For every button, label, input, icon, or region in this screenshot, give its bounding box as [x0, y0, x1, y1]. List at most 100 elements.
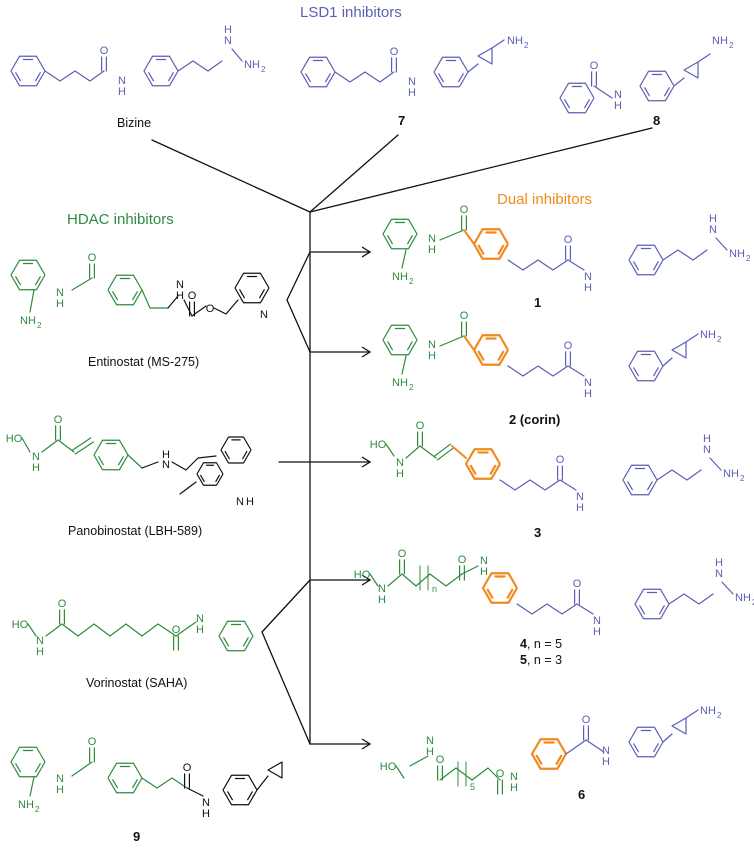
compound-6-chain [439, 767, 473, 781]
compound-3-hydroxyl: HO [370, 439, 387, 451]
compound-7-oxygen: O [390, 46, 399, 58]
compound-9-label: 9 [133, 829, 141, 844]
compound-9-oxygen: O [88, 736, 97, 748]
hydrazine-amine-subscript: 2 [746, 254, 751, 263]
compound-4-hydroxyl: HO [354, 569, 371, 581]
compound-9-hydrogen: H [56, 784, 64, 796]
aromatic-bond [627, 481, 633, 491]
arrow-head [361, 738, 372, 750]
panobinostat-hydroxamate-hydrogen: H [32, 462, 40, 474]
entinostat-ester-oxygen: O [206, 303, 215, 315]
dual-header: Dual inhibitors [497, 191, 593, 208]
alkene-bond [436, 447, 455, 461]
bond [662, 357, 673, 367]
alkene-bond [74, 441, 94, 455]
panobinostat-indole-h: H [246, 496, 254, 508]
bond [369, 573, 379, 587]
bond [213, 299, 239, 315]
bond [171, 455, 217, 471]
compound-7-phenyl-ring [300, 56, 336, 88]
aromatic-bond [35, 763, 41, 773]
vorinostat-hydroxamate-nitrogen: N [36, 635, 44, 647]
vorinostat-oxygen: O [58, 598, 67, 610]
bond [685, 333, 699, 343]
aromatic-bond [477, 244, 485, 255]
bond [57, 439, 75, 453]
alkene-bond [433, 443, 452, 457]
compound-9-chain [141, 777, 188, 789]
bizine-phenyl-ring [10, 55, 46, 87]
aromatic-bond [535, 754, 543, 765]
lsd1-amide-oxygen: O [556, 454, 565, 466]
bond [186, 787, 204, 797]
bizine-terminal-amine-subscript: 2 [261, 65, 266, 74]
compound-4-hydroxamate-hydrogen: H [378, 594, 386, 606]
compound-2-oxygen: O [460, 310, 469, 322]
bond [401, 355, 407, 375]
panobinostat-amine-n: N [162, 459, 170, 471]
vorinostat-anilide-oxygen: O [172, 624, 181, 636]
bond [191, 305, 207, 317]
bond [256, 775, 269, 791]
compound-7-amine-subscript: 2 [524, 41, 529, 50]
cyclopropylamine-subscript: 2 [717, 711, 722, 720]
aromatic-bond [564, 99, 570, 109]
bond [559, 479, 577, 491]
compound-9-aniline-ring [10, 746, 46, 778]
bond [29, 776, 35, 797]
aromatic-bond [325, 73, 331, 83]
compound-8-bond [593, 85, 613, 99]
alkene-bond [72, 437, 92, 451]
aromatic-bond [407, 341, 413, 351]
aromatic-bond [224, 450, 230, 460]
aromatic-bond [497, 350, 505, 361]
compound-4-repeat-index: n [432, 584, 437, 594]
panobinostat-hydroxamate-nitrogen: N [32, 451, 40, 463]
compound-8-label: 8 [653, 113, 661, 128]
compound-2-amine: NH [392, 377, 408, 389]
bizine-hydrazine-h: H [224, 24, 232, 36]
lsd1-aniline-ring [622, 464, 658, 496]
compound-8-amine-subscript: 2 [729, 41, 734, 50]
panobinostat-indole-benzo-ring [220, 436, 252, 464]
compound-6-anilide-hydrogen: H [510, 782, 518, 794]
compound-4-chain [429, 573, 463, 587]
compound-2-central-ring [472, 334, 509, 366]
lsd1-amide-hydrogen: H [576, 502, 584, 514]
hydrazine-amine: NH [729, 248, 745, 260]
compound-8-bond [697, 53, 711, 63]
bizine-aniline-ring [143, 55, 179, 87]
compound-4-anilide-hydrogen: H [480, 566, 488, 578]
compound-7-hydrogen: H [408, 87, 416, 99]
compound-2-name: (corin) [516, 412, 561, 427]
compound-4-chain [401, 573, 431, 587]
compound-7-nitrogen: N [408, 76, 416, 88]
compound-9-nitrogen: N [56, 773, 64, 785]
aromatic-bond [239, 289, 245, 299]
aromatic-bond [407, 235, 413, 245]
bizine-hydrazine-bond [231, 48, 243, 62]
compound-7-aniline-ring [433, 56, 469, 88]
lsd1-aniline-ring [634, 588, 670, 620]
aromatic-bond [497, 244, 505, 255]
aromatic-bond [653, 743, 659, 753]
compound-7-label: 7 [398, 113, 406, 128]
compound-5-label: 5, n = 3 [520, 653, 562, 667]
bond [167, 295, 179, 309]
compound-9-amine-subscript: 2 [35, 805, 40, 814]
bond [409, 755, 429, 767]
aromatic-bond [112, 291, 118, 301]
aromatic-bond [98, 456, 104, 466]
lsd1-aniline-ring [628, 244, 664, 276]
compound-9-phenyl-ring [222, 774, 258, 806]
aromatic-bond [35, 72, 41, 82]
hydrazine-n: N [703, 444, 711, 456]
bond [567, 259, 585, 271]
compound-2-nitrogen: N [428, 339, 436, 351]
compound-8-phenyl-ring [559, 82, 595, 114]
panobinostat-indole-pyrrole-ring [196, 462, 224, 486]
aromatic-bond [242, 450, 248, 460]
cyclopropylamine-subscript: 2 [717, 335, 722, 344]
compound-4-number: 4 [520, 637, 527, 651]
